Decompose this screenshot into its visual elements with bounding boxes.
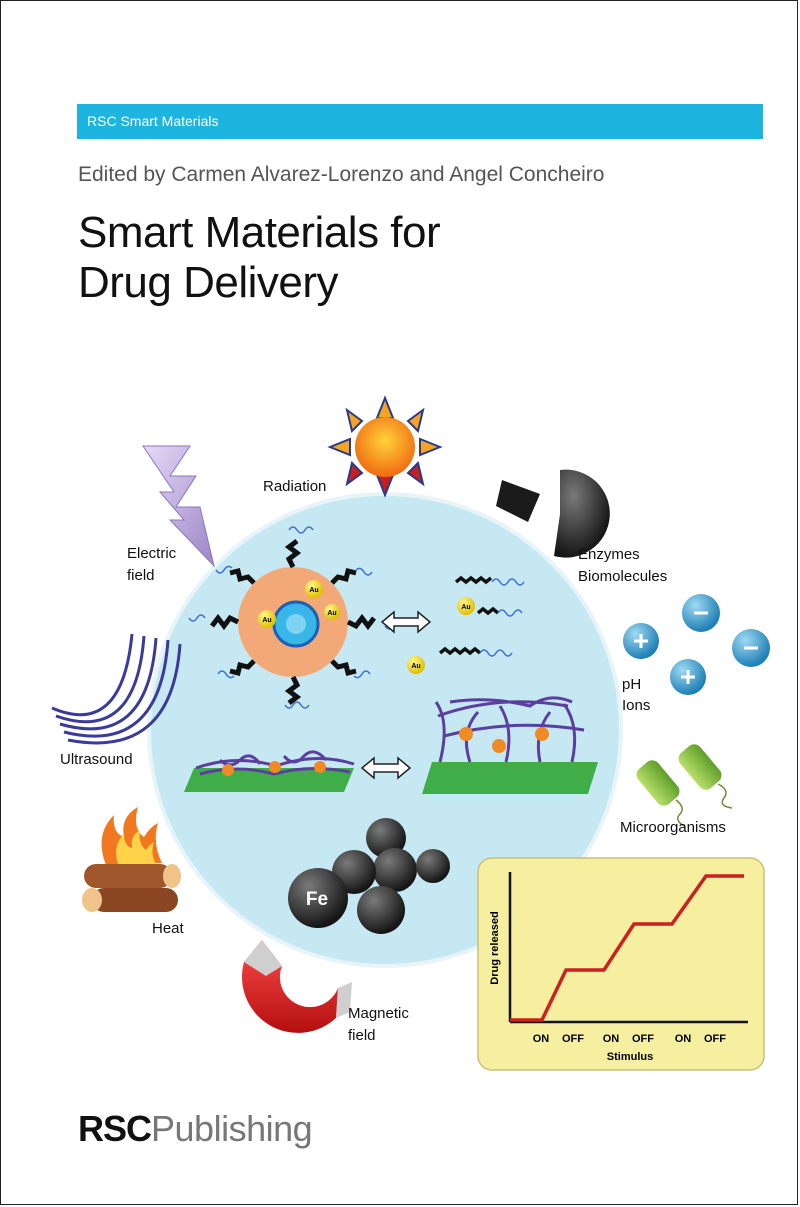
magnet-icon bbox=[241, 940, 352, 1033]
book-title-line-2: Drug Delivery bbox=[78, 258, 339, 307]
chart-tick-label: ON bbox=[675, 1033, 692, 1045]
book-title: Smart Materials for Drug Delivery bbox=[78, 208, 678, 308]
magnetic-label-2: field bbox=[348, 1027, 376, 1044]
chart-y-label: Drug released bbox=[489, 911, 501, 984]
release-profile-chart: Drug released ON OFF ON OFF ON OFF Stimu… bbox=[477, 857, 765, 1071]
microorganisms-icon bbox=[636, 744, 733, 827]
nanoparticle-icon: Au Au Au bbox=[188, 526, 402, 709]
hydrogel-swollen-icon bbox=[422, 696, 598, 794]
chart-panel bbox=[477, 857, 765, 1071]
enzymes-label-1: Enzymes bbox=[578, 546, 640, 563]
series-name: RSC Smart Materials bbox=[87, 113, 219, 129]
iron-particles-icon: Fe bbox=[288, 818, 450, 934]
gold-label: Au bbox=[411, 663, 420, 670]
chart-tick-label: OFF bbox=[562, 1033, 584, 1045]
lightning-bolt-icon bbox=[142, 445, 215, 568]
ph-label: pH bbox=[622, 676, 641, 693]
editors-line: Edited by Carmen Alvarez-Lorenzo and Ang… bbox=[78, 163, 605, 186]
chart-tick-label: ON bbox=[603, 1033, 620, 1045]
hydrogel-collapsed-icon bbox=[184, 750, 355, 792]
enzyme-icon bbox=[496, 469, 610, 558]
ultrasound-icon bbox=[51, 633, 182, 745]
book-title-line-1: Smart Materials for bbox=[78, 208, 441, 257]
microorganisms-label: Microorganisms bbox=[620, 819, 726, 836]
radiation-label: Radiation bbox=[263, 478, 326, 495]
iron-label: Fe bbox=[306, 889, 328, 910]
gold-label: Au bbox=[327, 610, 336, 617]
double-arrow-icon bbox=[380, 610, 432, 634]
ions-icon bbox=[623, 594, 770, 695]
double-arrow-icon bbox=[360, 756, 412, 780]
electric-label-2: field bbox=[127, 567, 155, 584]
chart-tick-label: ON bbox=[533, 1033, 550, 1045]
ultrasound-label: Ultrasound bbox=[60, 751, 133, 768]
magnetic-label-1: Magnetic bbox=[348, 1005, 409, 1022]
publisher-rsc: RSC bbox=[78, 1108, 152, 1149]
ions-label: Ions bbox=[622, 697, 650, 714]
chart-tick-label: OFF bbox=[632, 1033, 654, 1045]
chart-x-label: Stimulus bbox=[607, 1051, 653, 1063]
heat-label: Heat bbox=[152, 920, 185, 937]
publisher-name: Publishing bbox=[151, 1108, 313, 1149]
gold-label: Au bbox=[262, 617, 271, 624]
publisher-logo: RSCPublishing bbox=[78, 1108, 313, 1150]
gold-label: Au bbox=[461, 604, 470, 611]
gold-label: Au bbox=[309, 587, 318, 594]
chart-tick-label: OFF bbox=[704, 1033, 726, 1045]
released-chains-icon: Au Au bbox=[407, 575, 525, 674]
series-band: RSC Smart Materials bbox=[77, 104, 763, 139]
release-series-line bbox=[510, 874, 744, 1022]
radiation-icon bbox=[327, 395, 443, 498]
enzymes-label-2: Biomolecules bbox=[578, 568, 667, 585]
fire-icon bbox=[82, 807, 181, 912]
electric-label-1: Electric bbox=[127, 545, 177, 562]
